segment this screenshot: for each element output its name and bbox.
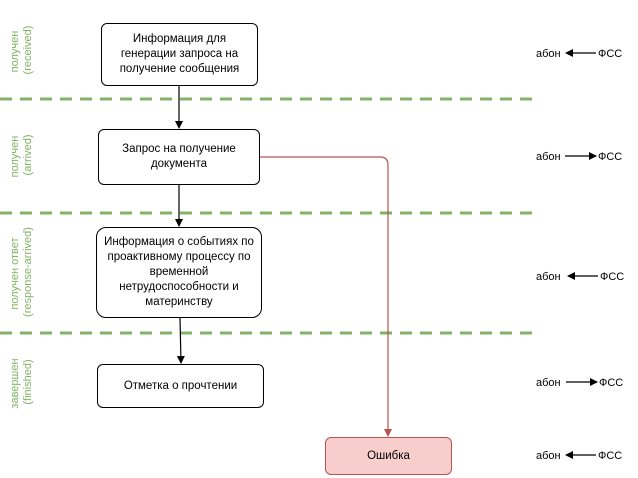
exchange-row: абон ФСС — [536, 151, 622, 163]
exchange-right-party: ФСС — [598, 48, 622, 60]
exchange-row: абон ФСС — [536, 271, 624, 283]
step-text-line: нетрудоспособности и — [119, 280, 239, 293]
exchange-left-party: абон — [536, 271, 561, 283]
exchange-left-party: абон — [536, 48, 561, 60]
step-generation-info[interactable]: Информация для генерации запроса на полу… — [101, 23, 258, 86]
exchange-left-party: абон — [536, 151, 561, 163]
lane-label-response-arrived: получен ответ (response-arrived) — [9, 227, 34, 317]
exchange-row: абон ФСС — [536, 450, 622, 462]
lane-label-finished: завершен (finished) — [9, 355, 34, 408]
step-text-line: Информация о событиях по — [104, 236, 254, 249]
exchange-right-party: ФСС — [600, 271, 624, 283]
step-text-line: Запрос на получение — [122, 143, 236, 156]
step-events-info[interactable]: Информация о событиях по проактивному пр… — [96, 227, 262, 318]
step-text-line: документа — [150, 158, 208, 170]
step-text-line: генерации запроса на — [120, 48, 239, 61]
exchange-right-party: ФСС — [598, 450, 622, 462]
flow-arrow — [176, 317, 185, 364]
step-text-line: проактивному процессу по — [107, 251, 251, 264]
step-document-request[interactable]: Запрос на получение документа — [98, 129, 260, 185]
step-read-mark[interactable]: Отметка о прочтении — [97, 364, 264, 408]
exchange-right-party: ФСС — [598, 151, 622, 163]
lane-label-received: получен (received) — [9, 26, 34, 75]
step-text-line: временной — [149, 266, 209, 279]
step-text-line: Отметка о прочтении — [123, 379, 238, 392]
error-label: Ошибка — [367, 449, 410, 462]
error-flow-arrow — [260, 156, 392, 437]
step-text-line: получение сообщения — [119, 62, 240, 75]
step-text-line: материнству — [145, 295, 213, 308]
exchange-left-party: абон — [536, 450, 561, 462]
lane-label-arrived: получен (arrived) — [9, 133, 34, 178]
exchange-row: абон ФСС — [536, 48, 622, 60]
exchange-left-party: абон — [536, 377, 561, 389]
error-box[interactable]: Ошибка — [325, 437, 452, 475]
exchange-row: абон ФСС — [536, 377, 623, 389]
exchange-right-party: ФСС — [599, 377, 623, 389]
step-text-line: Информация для — [132, 33, 227, 46]
